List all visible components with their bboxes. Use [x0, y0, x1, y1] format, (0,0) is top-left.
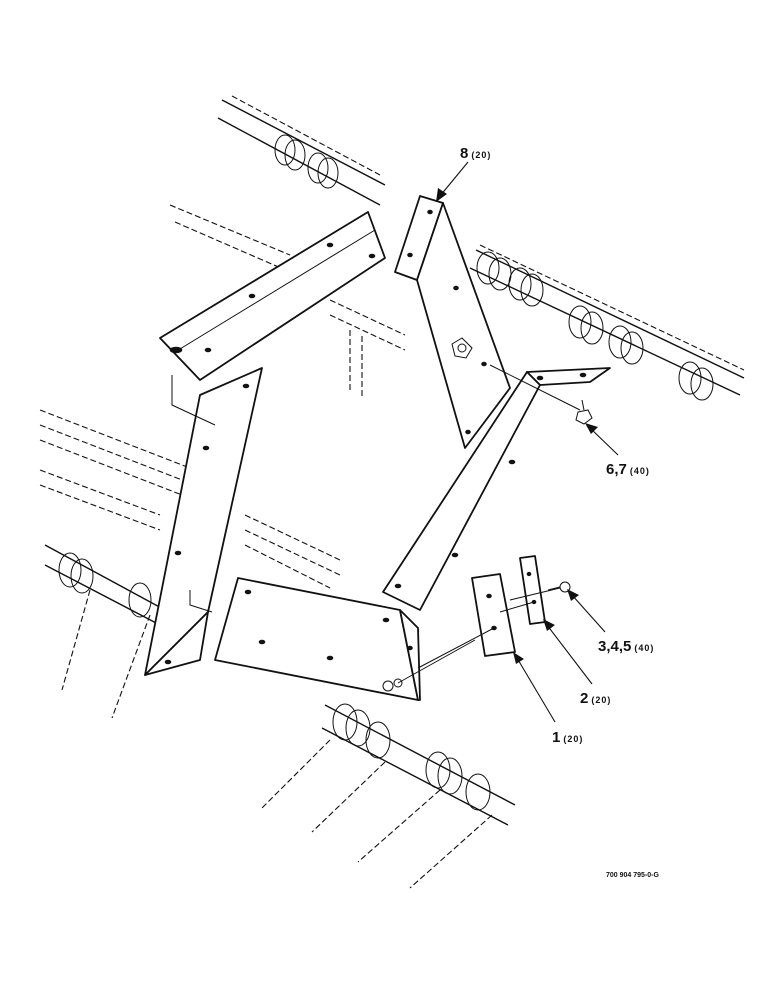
frame-rails-left — [39, 204, 406, 589]
right-bracket — [382, 367, 611, 611]
bolt-3-4-5 — [547, 581, 571, 593]
upper-shield — [159, 211, 386, 381]
part-2-strip — [519, 555, 546, 625]
leader-6-7 — [585, 423, 619, 456]
bolt-6-7 — [575, 399, 593, 425]
callout-3-4-5: 3,4,5(40) — [598, 638, 654, 655]
callout-2: 2(20) — [580, 690, 611, 707]
explosion-lines — [397, 364, 581, 684]
leader-8 — [436, 161, 469, 202]
leader-3-4-5 — [567, 589, 606, 633]
leader-1 — [513, 652, 556, 723]
callout-1: 1(20) — [552, 729, 583, 746]
callout-6-7: 6,7(40) — [606, 461, 650, 478]
callout-8: 8(20) — [460, 145, 491, 162]
drawing-number: 700 904 795-0-G — [606, 872, 659, 879]
upper-rear-auger — [217, 95, 386, 206]
leader-2 — [543, 619, 593, 685]
part-8-plate — [394, 195, 511, 449]
lower-center-auger — [261, 703, 516, 889]
lower-left-auger — [44, 544, 166, 719]
part-1-plate — [471, 573, 516, 657]
upper-front-auger — [469, 244, 745, 401]
left-shield — [144, 367, 263, 676]
lower-plate — [189, 577, 421, 701]
